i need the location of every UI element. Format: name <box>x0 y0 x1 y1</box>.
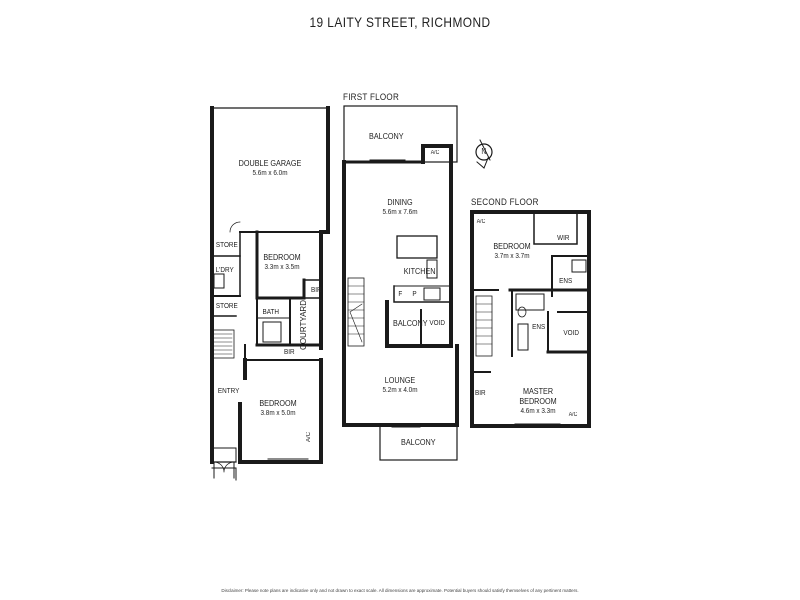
courtyard-label: COURTYARD <box>299 300 308 350</box>
first-void-label: VOID <box>429 318 445 327</box>
ensuite-2-label: ENS <box>532 322 546 331</box>
kitchen-label: KITCHEN <box>403 266 436 276</box>
second-bedroom-label: BEDROOM 3.7m x 3.7m <box>493 241 531 260</box>
dining-label: DINING 5.6m x 7.6m <box>382 197 418 216</box>
ground-ac-label: A/C <box>306 432 312 443</box>
first-balcony-bottom-label: BALCONY <box>401 437 436 447</box>
wir-label: WIR <box>557 233 570 242</box>
bath-label: BATH <box>262 307 279 316</box>
second-floor-walls <box>470 210 591 428</box>
second-ac-top-label: A/C <box>476 219 486 225</box>
ground-floor-walls <box>210 106 330 481</box>
plan-title: 19 LAITY STREET, RICHMOND <box>309 14 491 30</box>
first-floor-walls <box>342 105 459 461</box>
second-void-label: VOID <box>563 328 579 337</box>
compass-drawing <box>475 139 493 169</box>
bedroom-2-label: BEDROOM 3.8m x 5.0m <box>259 398 297 417</box>
ensuite-1-label: ENS <box>559 276 573 285</box>
second-bir-label: BIR <box>474 388 486 397</box>
lounge-label: LOUNGE 5.2m x 4.0m <box>382 375 418 394</box>
pantry-label: P <box>412 289 417 298</box>
first-balcony-mid-label: BALCONY <box>393 318 428 328</box>
bedroom-1-label: BEDROOM 3.3m x 3.5m <box>263 252 301 271</box>
second-floor-label: SECOND FLOOR <box>471 197 539 208</box>
store-2-label: STORE <box>215 301 238 310</box>
master-bedroom-label: MASTER BEDROOM 4.6m x 3.3m <box>519 386 557 415</box>
entry-label: ENTRY <box>217 386 240 395</box>
double-garage-label: DOUBLE GARAGE 5.6m x 6.0m <box>238 158 302 177</box>
compass-north-icon: N <box>481 147 487 156</box>
disclaimer-text: Disclaimer: Please note plans are indica… <box>221 588 579 593</box>
laundry-label: L'DRY <box>215 265 234 274</box>
first-balcony-top-label: BALCONY <box>369 131 404 141</box>
bir-1-label: BIR <box>310 285 322 294</box>
store-1-label: STORE <box>215 240 238 249</box>
second-ac-bottom-label: A/C <box>568 412 578 418</box>
first-ac-label: A/C <box>430 150 440 156</box>
fridge-label: F <box>398 289 403 298</box>
first-floor-label: FIRST FLOOR <box>343 92 400 103</box>
bir-2-label: BIR <box>283 347 295 356</box>
